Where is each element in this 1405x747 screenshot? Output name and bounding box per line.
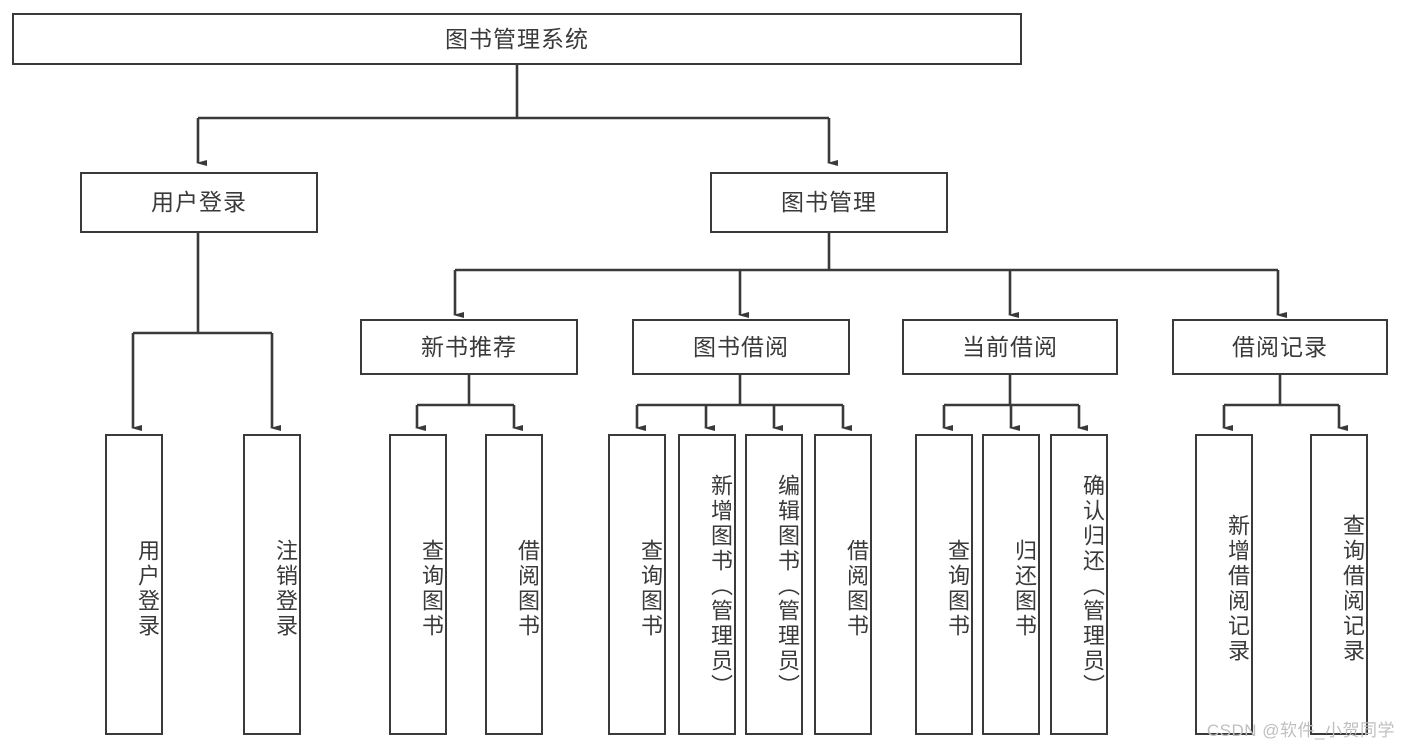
- leaf-query-book-recommend[interactable]: 查询图书: [389, 434, 447, 735]
- leaf-user-login-label: 用户登录: [135, 538, 160, 639]
- leaf-add-borrow-record[interactable]: 新增借阅记录: [1195, 434, 1253, 735]
- node-root[interactable]: 图书管理系统: [12, 13, 1022, 65]
- leaf-user-login[interactable]: 用户登录: [105, 434, 163, 735]
- node-book-management[interactable]: 图书管理: [710, 172, 948, 233]
- leaf-confirm-return-label: 确认归还（管理员）: [1080, 474, 1105, 699]
- node-borrow-record-label: 借阅记录: [1232, 333, 1328, 360]
- leaf-borrow-book[interactable]: 借阅图书: [814, 434, 872, 735]
- node-current-borrow[interactable]: 当前借阅: [902, 319, 1118, 375]
- leaf-user-logout-label: 注销登录: [273, 538, 298, 639]
- leaf-add-book-label: 新增图书（管理员）: [708, 474, 733, 699]
- leaf-add-book[interactable]: 新增图书（管理员）: [678, 434, 736, 735]
- leaf-borrow-book-recommend[interactable]: 借阅图书: [485, 434, 543, 735]
- leaf-return-book-label: 归还图书: [1012, 538, 1037, 639]
- leaf-user-logout[interactable]: 注销登录: [243, 434, 301, 735]
- node-new-book-recommend[interactable]: 新书推荐: [360, 319, 578, 375]
- node-book-management-label: 图书管理: [781, 189, 877, 216]
- node-current-borrow-label: 当前借阅: [962, 333, 1058, 360]
- leaf-query-book-borrow[interactable]: 查询图书: [608, 434, 666, 735]
- leaf-confirm-return[interactable]: 确认归还（管理员）: [1050, 434, 1108, 735]
- node-new-book-recommend-label: 新书推荐: [421, 333, 517, 360]
- node-book-borrow-label: 图书借阅: [693, 333, 789, 360]
- node-borrow-record[interactable]: 借阅记录: [1172, 319, 1388, 375]
- leaf-borrow-book-recommend-label: 借阅图书: [515, 538, 540, 639]
- leaf-edit-book[interactable]: 编辑图书（管理员）: [745, 434, 803, 735]
- leaf-query-book-current[interactable]: 查询图书: [915, 434, 973, 735]
- leaf-query-book-recommend-label: 查询图书: [419, 538, 444, 639]
- leaf-query-borrow-record[interactable]: 查询借阅记录: [1310, 434, 1368, 735]
- node-book-borrow[interactable]: 图书借阅: [632, 319, 850, 375]
- leaf-query-book-borrow-label: 查询图书: [638, 538, 663, 639]
- node-root-label: 图书管理系统: [445, 25, 589, 52]
- leaf-query-book-current-label: 查询图书: [945, 538, 970, 639]
- leaf-add-borrow-record-label: 新增借阅记录: [1225, 513, 1250, 664]
- leaf-return-book[interactable]: 归还图书: [982, 434, 1040, 735]
- node-user-login-label: 用户登录: [151, 189, 247, 216]
- watermark: CSDN @软件_小贺同学: [1206, 721, 1395, 740]
- leaf-edit-book-label: 编辑图书（管理员）: [775, 474, 800, 699]
- node-user-login[interactable]: 用户登录: [80, 172, 318, 233]
- leaf-query-borrow-record-label: 查询借阅记录: [1340, 513, 1365, 664]
- leaf-borrow-book-label: 借阅图书: [844, 538, 869, 639]
